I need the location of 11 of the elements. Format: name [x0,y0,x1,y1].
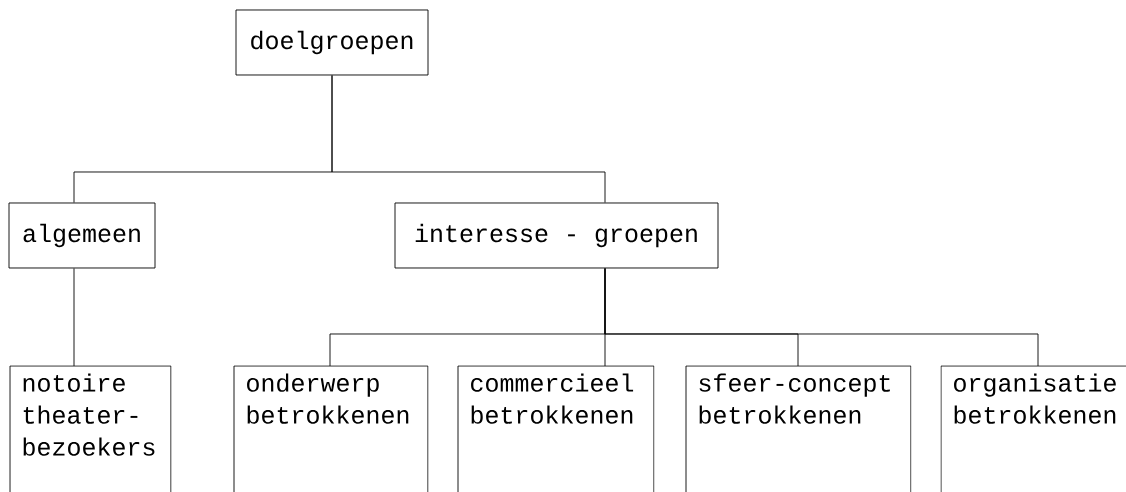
category-box: sfeer-concept betrokkenen [685,365,912,492]
category-box: organisatie betrokkenen [940,365,1126,492]
category-box: onderwerp betrokkenen [233,365,429,492]
category-box: interesse - groepen [394,202,719,269]
connector-line [331,75,606,203]
category-box: doelgroepen [235,9,429,76]
category-box: notoire theater- bezoekers [9,365,172,492]
connector-line [604,268,1039,367]
category-box: commercieel betrokkenen [457,365,655,492]
connector-line [73,268,75,367]
category-box: algemeen [8,202,156,269]
